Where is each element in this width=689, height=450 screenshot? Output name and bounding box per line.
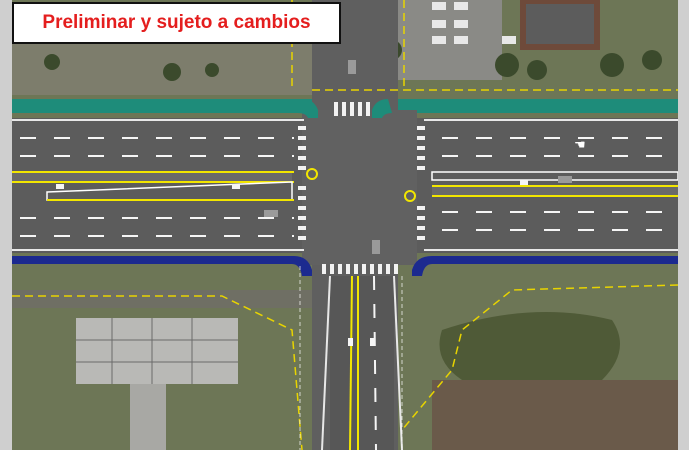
retention-pond [439, 312, 620, 390]
intersection-box [302, 110, 417, 265]
building-southwest-annex [130, 384, 166, 450]
map-drawing [12, 0, 678, 450]
parked-cars [432, 2, 516, 44]
median-east [432, 186, 678, 196]
parking-lot-northwest [12, 40, 312, 95]
lane-lines [20, 137, 678, 237]
curb-ramp-ne [372, 99, 392, 118]
shared-use-path-north-west [12, 99, 312, 113]
building-grid [76, 318, 238, 384]
crosswalk-west [298, 126, 306, 240]
shared-use-path-north-east [382, 99, 678, 113]
turn-arrows [56, 180, 528, 346]
shared-use-path-south-east [412, 256, 678, 276]
turn-lane-east [431, 171, 678, 181]
crosswalk-south [322, 264, 398, 274]
disclaimer-banner: Preliminar y sujeto a cambios [12, 2, 341, 44]
shared-use-path-south-west [12, 256, 312, 276]
driveway-southwest [12, 290, 312, 308]
disclaimer-text: Preliminar y sujeto a cambios [42, 12, 311, 33]
building-roof [526, 4, 594, 44]
crosswalk-north [334, 102, 370, 116]
vehicles [264, 60, 572, 254]
crosswalk-east [417, 126, 425, 240]
cross-street-south [330, 276, 394, 450]
building-southwest [76, 318, 238, 384]
median-west [12, 172, 292, 182]
hand-pointer-icon: ☚ [574, 138, 586, 153]
parking-lot-northeast [392, 0, 502, 80]
field-southeast [432, 380, 678, 450]
utility-lines [299, 266, 403, 450]
intersection-map[interactable] [12, 0, 678, 450]
signal-pole-east [404, 190, 416, 202]
curb-ramp-nw [298, 99, 318, 118]
signal-pole-west [306, 168, 318, 180]
